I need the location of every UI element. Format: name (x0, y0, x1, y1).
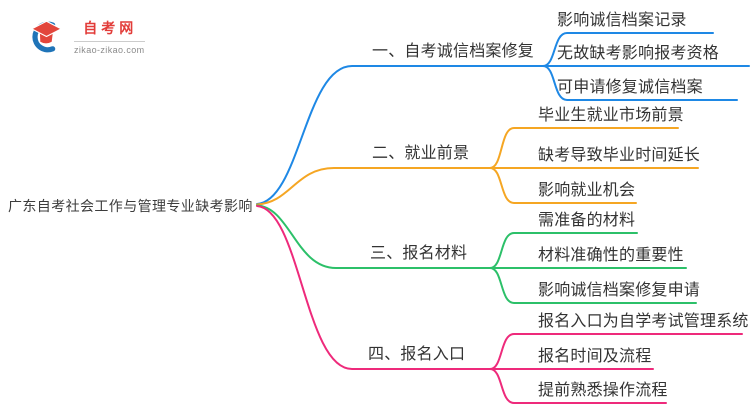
branch-1-child-2: 无故缺考影响报考资格 (557, 45, 720, 62)
root-node: 广东自考社会工作与管理专业缺考影响 (8, 198, 253, 214)
branch-4-child-1: 报名入口为自学考试管理系统 (538, 313, 749, 330)
branch-4-spine-line (256, 205, 491, 370)
cap-board (30, 20, 63, 38)
branch-1-child-3: 可申请修复诚信档案 (557, 79, 703, 96)
branch-1-child-1-line (542, 32, 714, 67)
branch-2-child-1: 毕业生就业市场前景 (538, 107, 684, 124)
graduation-cap-icon (30, 20, 63, 53)
branch-3-child-1-line (489, 232, 638, 269)
branch-4-child-2: 报名时间及流程 (538, 348, 652, 365)
branch-2-child-3-line (489, 167, 637, 204)
branch-3-child-1: 需准备的材料 (538, 212, 636, 229)
branch-3-child-2: 材料准确性的重要性 (538, 247, 684, 264)
branch-4-label: 四、报名入口 (368, 346, 466, 363)
branch-2-spine-line (256, 167, 491, 206)
logo-text: 自考网 zikao-zikao.com (74, 18, 145, 55)
branch-3-child-3: 影响诚信档案修复申请 (538, 282, 701, 299)
branch-1-spine-line (256, 65, 544, 205)
branch-4-child-3-line (489, 368, 667, 404)
branch-4-child-3: 提前熟悉操作流程 (538, 382, 668, 399)
branch-2-child-1-line (489, 127, 679, 169)
branch-2-child-3: 影响就业机会 (538, 182, 636, 199)
branch-1-child-3-line (542, 65, 738, 101)
branch-4-child-1-line (489, 333, 743, 370)
branch-1-label: 一、自考诚信档案修复 (372, 43, 535, 60)
logo-domain: zikao-zikao.com (74, 40, 145, 55)
branch-2-label: 二、就业前景 (372, 145, 470, 162)
branch-3-label: 三、报名材料 (370, 245, 468, 262)
branch-3-child-3-line (489, 267, 697, 304)
branch-1-child-1: 影响诚信档案记录 (557, 12, 687, 29)
branch-3-spine-line (256, 204, 491, 269)
branch-2-child-2: 缺考导致毕业时间延长 (538, 147, 701, 164)
site-logo: 自考网 zikao-zikao.com (27, 17, 145, 55)
logo-title: 自考网 (83, 19, 138, 36)
